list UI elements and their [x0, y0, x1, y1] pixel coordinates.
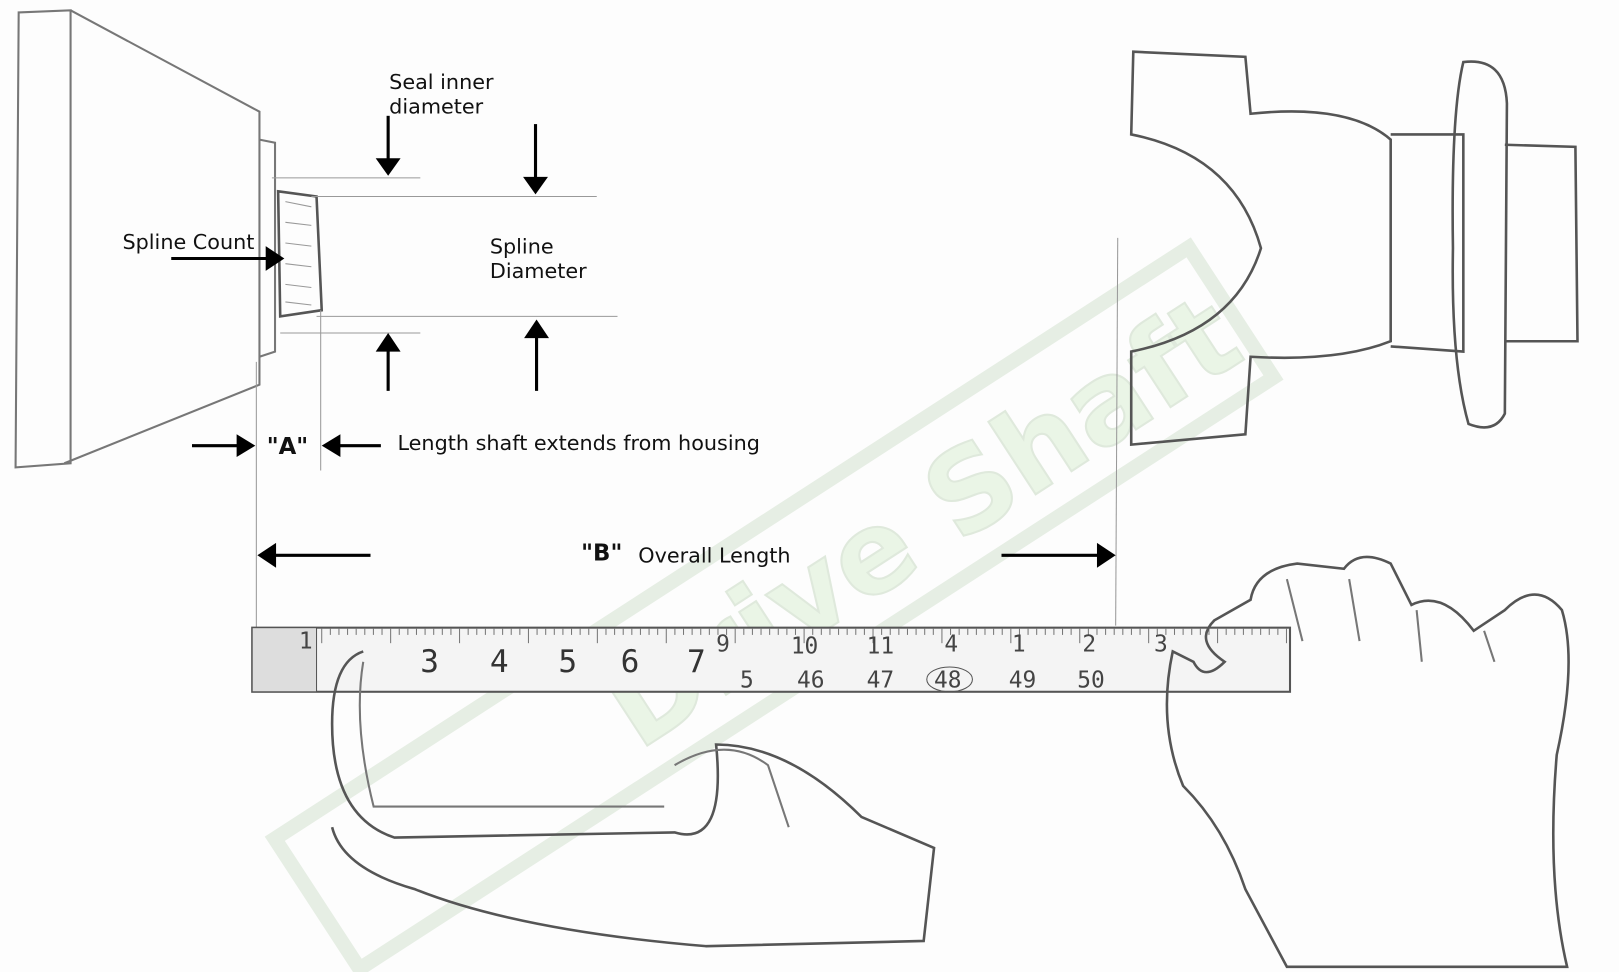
tape-number: 46 — [797, 668, 824, 694]
tape-number: 1 — [299, 628, 313, 654]
a-description: Length shaft extends from housing — [397, 431, 759, 455]
tape-number: 3 — [420, 644, 439, 680]
tape-number: 4 — [490, 644, 509, 680]
b-description: Overall Length — [638, 544, 790, 568]
tape-number: 50 — [1077, 668, 1104, 694]
tape-number: 7 — [687, 644, 706, 680]
spline-count-label: Spline Count — [122, 230, 254, 254]
tape-number: 49 — [1009, 668, 1036, 694]
tape-number: 3 — [1154, 631, 1168, 657]
yoke-sketch — [1129, 50, 1579, 447]
tape-number: 6 — [621, 644, 640, 680]
watermark: Drive Shaft — [264, 237, 1284, 972]
tape-number: 5 — [740, 668, 754, 694]
tape-number: 5 — [558, 644, 577, 680]
tape-number: 47 — [867, 668, 894, 694]
tape-number: 4 — [944, 631, 958, 657]
hand-holding-tape-sketch — [1165, 555, 1570, 969]
spline-diameter-label: Spline — [490, 234, 554, 258]
tape-number: 9 — [716, 631, 730, 657]
seal-inner-diameter-label-2: diameter — [389, 95, 484, 119]
tape-number: 1 — [1012, 631, 1026, 657]
tape-number: 2 — [1082, 631, 1096, 657]
tape-number: 48 — [934, 668, 961, 694]
seal-inner-diameter-label: Seal inner — [389, 70, 494, 94]
b-marker: "B" — [581, 540, 622, 566]
a-marker: "A" — [267, 434, 308, 460]
tape-number: 10 — [791, 634, 818, 660]
arrows — [171, 115, 1116, 568]
spline-diameter-label-2: Diameter — [490, 259, 587, 283]
tape-number: 11 — [867, 634, 894, 660]
axle-housing-sketch — [14, 9, 324, 469]
dimension-lines — [255, 177, 1119, 631]
tape-measure: 1 3 4 5 6 7 9 10 11 4 1 2 3 5 46 47 48 4… — [251, 626, 1292, 694]
tape-body-hand-sketch — [330, 650, 936, 948]
